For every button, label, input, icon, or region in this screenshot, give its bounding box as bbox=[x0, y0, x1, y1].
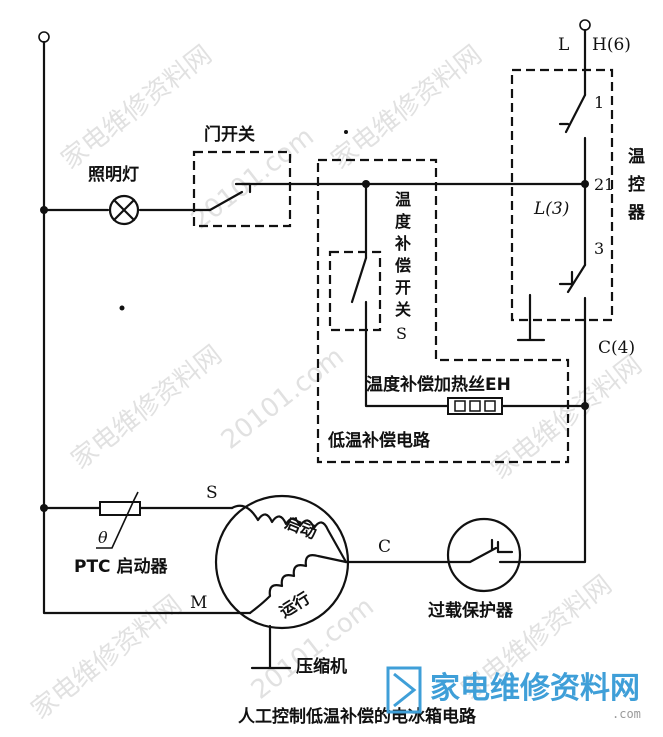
compressor-circle bbox=[214, 494, 350, 630]
junction-dot bbox=[581, 180, 589, 188]
door-switch-box bbox=[192, 150, 292, 228]
door-switch-label: 门开关 bbox=[204, 124, 255, 145]
compressor-label: 压缩机 bbox=[296, 656, 347, 677]
heater-eh bbox=[447, 397, 503, 415]
circuit-box-label: 低温补偿电路 bbox=[327, 430, 431, 451]
comp-switch-box bbox=[328, 250, 382, 332]
thermostat-label-char: 器 bbox=[627, 203, 646, 223]
junction-dot bbox=[40, 206, 48, 214]
run-winding bbox=[248, 554, 348, 615]
left-bus-wire bbox=[42, 40, 252, 615]
junctions bbox=[40, 180, 589, 512]
lamp-cross bbox=[112, 198, 136, 222]
ptc-body bbox=[99, 501, 141, 516]
watermark-layer: 家电维修资料网 20101.com 家电维修资料网 家电维修资料网 20101.… bbox=[26, 40, 648, 726]
comp-switch-label-char: 关 bbox=[395, 300, 411, 319]
terminal-M-label: M bbox=[190, 593, 207, 613]
low-temp-comp-box bbox=[316, 158, 570, 464]
lamp-icon bbox=[108, 194, 140, 226]
lamp-label: 照明灯 bbox=[88, 165, 139, 185]
thermostat-ground bbox=[516, 293, 546, 342]
terminal-C-label: C bbox=[378, 537, 391, 557]
watermark-text: 家电维修资料网 bbox=[486, 350, 648, 486]
watermark-text: 20101.com bbox=[246, 592, 380, 706]
terminal-21-label: 1 bbox=[604, 175, 614, 194]
thermostat-label-char: 温 bbox=[628, 147, 645, 167]
site-logo: 家电维修资料网 .com bbox=[386, 666, 641, 721]
stray-mark bbox=[344, 130, 348, 134]
thermostat-label-char: 控 bbox=[628, 174, 645, 195]
junction-dot bbox=[362, 180, 370, 188]
ptc-starter-label: PTC 启动器 bbox=[74, 556, 168, 577]
overload-protector bbox=[446, 517, 522, 593]
thermostat-box bbox=[510, 68, 614, 322]
dashed-boxes bbox=[192, 68, 614, 464]
overload-circle bbox=[446, 517, 522, 593]
comp-switch-label-char: 补 bbox=[394, 234, 411, 253]
ptc-starter bbox=[96, 491, 141, 549]
ptc-theta-arrow bbox=[96, 491, 139, 549]
start-winding bbox=[230, 504, 348, 564]
overload-label: 过载保护器 bbox=[428, 600, 514, 621]
watermark-text: 家电维修资料网 bbox=[326, 40, 488, 176]
run-winding-label: 运行 bbox=[276, 588, 313, 621]
comp-switch-label-char: 偿 bbox=[395, 256, 411, 275]
logo-text: 家电维修资料网 bbox=[430, 671, 640, 706]
heater-segment bbox=[484, 400, 496, 412]
overload-contact bbox=[448, 538, 522, 564]
thermostat-contact-3 bbox=[518, 263, 587, 564]
wiring bbox=[38, 19, 591, 615]
comp-switch-label-char: S bbox=[396, 324, 407, 343]
start-winding-label: 启动 bbox=[283, 513, 320, 543]
compressor-ground bbox=[250, 624, 292, 670]
compressor-motor bbox=[214, 494, 350, 670]
terminal-3-label: 3 bbox=[594, 239, 604, 258]
thermostat-contact-1 bbox=[558, 93, 587, 186]
heater-segment bbox=[454, 400, 466, 412]
comp-switch-label-char: 温 bbox=[394, 190, 411, 209]
terminal-2-label: 2 bbox=[594, 175, 604, 194]
comp-switch-label-char: 开 bbox=[395, 278, 411, 297]
logo-mark bbox=[393, 672, 417, 708]
stray-mark bbox=[119, 305, 125, 311]
junction-dot bbox=[581, 402, 589, 410]
comp-switch-contact bbox=[350, 256, 450, 408]
terminal-L-label: L bbox=[558, 35, 569, 55]
logo-icon bbox=[386, 666, 422, 714]
watermark-text: 家电维修资料网 bbox=[66, 340, 228, 476]
junction-dot bbox=[40, 504, 48, 512]
terminal-C4-label: C(4) bbox=[598, 338, 635, 358]
terminal-S-label: S bbox=[206, 483, 218, 503]
diagram-caption: 人工控制低温补偿的电冰箱电路 bbox=[238, 706, 477, 727]
terminal-L3-label: L(3) bbox=[533, 199, 569, 219]
right-terminal bbox=[579, 19, 591, 31]
heater-segment bbox=[469, 400, 481, 412]
terminal-H6-label: H(6) bbox=[592, 35, 631, 55]
logo-url: .com bbox=[612, 707, 641, 721]
terminal-1-label: 1 bbox=[594, 93, 604, 112]
heater-label: 温度补偿加热丝EH bbox=[366, 374, 511, 395]
lighting-lamp bbox=[108, 194, 140, 226]
watermark-text: 家电维修资料网 bbox=[26, 590, 188, 726]
left-terminal bbox=[38, 31, 50, 43]
comp-switch-label-char: 度 bbox=[395, 212, 412, 231]
theta-label: θ bbox=[98, 528, 108, 547]
